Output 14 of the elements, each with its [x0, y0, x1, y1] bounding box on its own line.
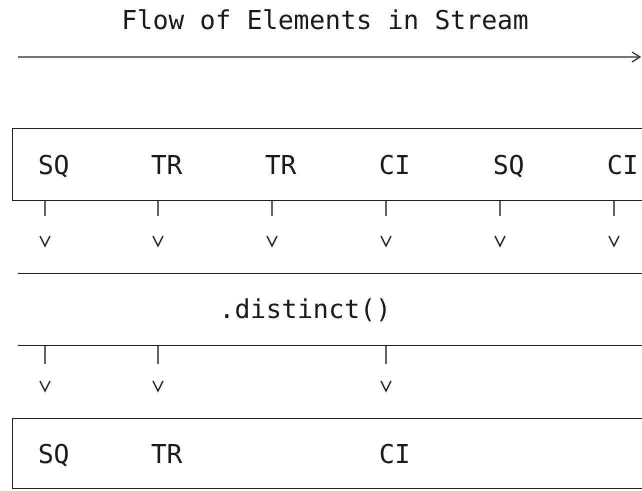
title: Flow of Elements in Stream [120, 6, 530, 36]
element-label: TR [151, 150, 182, 180]
element-label: TR [265, 150, 296, 180]
element-label: TR [151, 440, 182, 470]
stream-box [12, 128, 642, 201]
operator-band [18, 273, 642, 346]
stream-box [12, 418, 642, 489]
element-label: CI [379, 440, 410, 470]
operator-label: .distinct() [219, 294, 392, 324]
element-label: SQ [38, 440, 70, 470]
element-label: CI [379, 150, 410, 180]
element-label: CI [607, 150, 638, 180]
element-label: SQ [493, 150, 524, 180]
element-label: SQ [38, 150, 70, 180]
